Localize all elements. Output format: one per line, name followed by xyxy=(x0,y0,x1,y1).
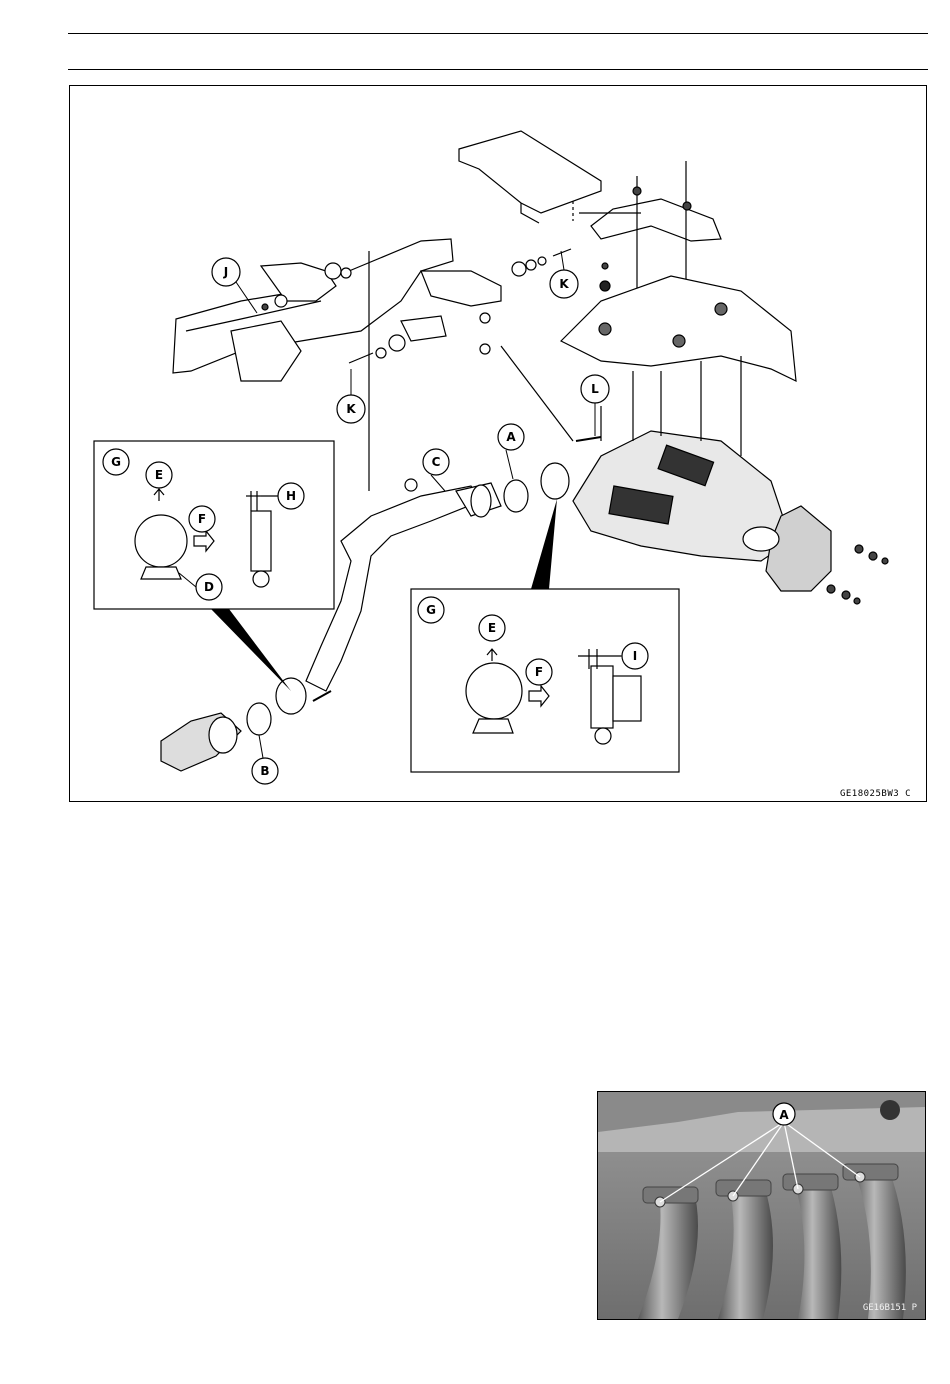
callout-g-left: G xyxy=(111,455,121,469)
photo-image: A xyxy=(598,1092,925,1319)
callout-k-lower: K xyxy=(346,402,356,416)
callout-d: D xyxy=(204,580,214,594)
callout-c: C xyxy=(432,455,441,469)
callout-e-right: E xyxy=(488,621,496,635)
photo-callout-a: A xyxy=(779,1108,789,1122)
photo-code: GE16B151 P xyxy=(863,1303,917,1313)
callout-i: I xyxy=(633,649,637,663)
diagram-drawing: J K K L A C G E F H D G E F I B xyxy=(70,86,926,801)
header-rule-top xyxy=(68,33,928,34)
header-rule-bottom xyxy=(68,69,928,70)
callout-b: B xyxy=(260,764,269,778)
callout-j: J xyxy=(223,265,228,279)
callout-e-left: E xyxy=(155,468,163,482)
exhaust-header-photo: A GE16B151 P xyxy=(597,1091,926,1320)
exhaust-exploded-diagram: J K K L A C G E F H D G E F I B xyxy=(69,85,927,802)
callout-f-left: F xyxy=(198,512,206,526)
callout-k-upper: K xyxy=(559,277,569,291)
callout-l: L xyxy=(591,382,599,396)
callout-f-right: F xyxy=(535,665,543,679)
figure-code: GE18025BW3 C xyxy=(840,789,911,799)
callout-h: H xyxy=(286,489,296,503)
callout-g-right: G xyxy=(426,603,436,617)
callout-a: A xyxy=(506,430,516,444)
